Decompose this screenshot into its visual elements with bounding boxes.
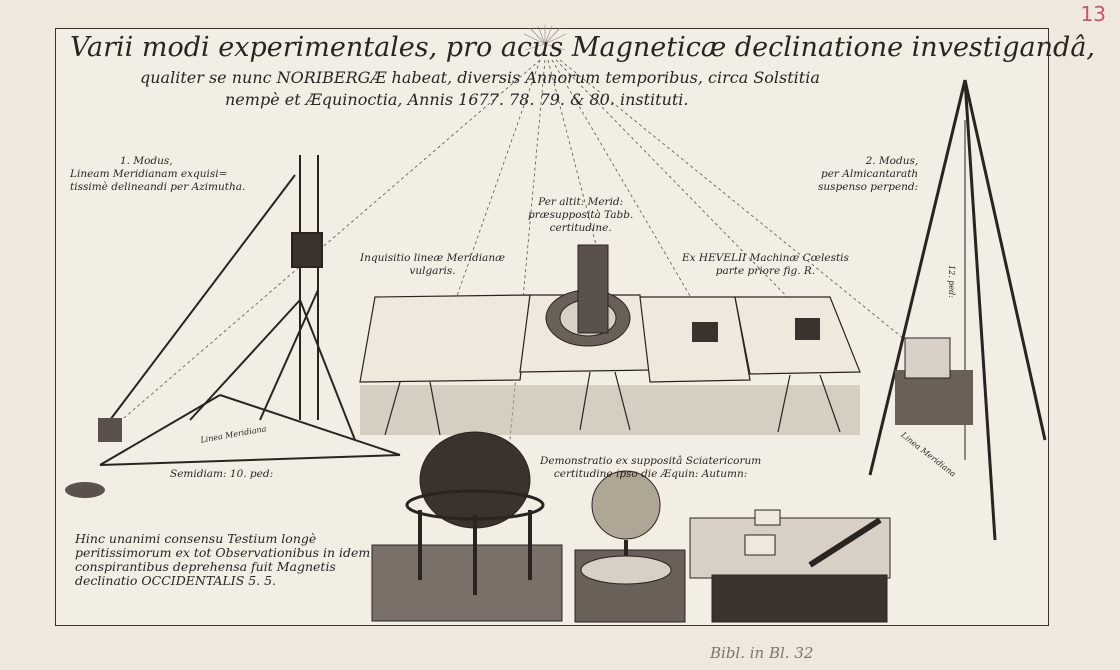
per-altit-line: præsupposità Tabb. — [528, 209, 634, 221]
sight-lines — [109, 59, 931, 441]
inquisitio-line: Inquisitio lineæ Meridianæ — [360, 252, 505, 264]
hevelii-line: Ex HEVELII Machinæ Cœlestis — [682, 252, 849, 264]
modus2-line: 2. Modus, — [865, 155, 919, 167]
ped12-label: 12. ped: — [946, 265, 956, 298]
globe-sundial — [574, 470, 686, 623]
per-altit-label: Per altit: Merid:præsupposità Tabb.certi… — [528, 196, 633, 235]
semidiam-label: Semidiam: 10. ped: — [170, 468, 274, 480]
inquisitio-line: vulgaris. — [409, 265, 456, 277]
modus1-line: 1. Modus, — [120, 155, 173, 167]
title-line-3: nempè et Æquinoctia, Annis 1677. 78. 79.… — [225, 90, 689, 109]
conclusion-text: Hinc unanimi consensu Testium longè peri… — [75, 531, 371, 588]
per-altit-line: certitudine. — [549, 222, 612, 234]
modus1-label: 1. Modus,Lineam Meridianam exquisi=tissi… — [70, 155, 245, 194]
small-instrument — [795, 318, 820, 340]
corner-number: 13 — [1080, 2, 1106, 26]
sight-board — [98, 418, 122, 442]
quadrant — [904, 337, 951, 379]
floor-shadow — [360, 385, 860, 435]
small-instrument — [692, 322, 718, 342]
quadrant-stand — [895, 370, 973, 425]
modus2-line: per Almicantarath — [821, 168, 919, 180]
modus1-line: tissimè delineandi per Azimutha. — [70, 181, 246, 193]
tripod — [868, 79, 1047, 541]
per-altit-line: Per altit: Merid: — [538, 196, 624, 208]
globe — [371, 431, 563, 622]
sundial-instrument — [545, 244, 631, 347]
title-line-2: qualiter se nunc NORIBERGÆ habeat, diver… — [140, 68, 820, 87]
modus1-line: Lineam Meridianam exquisi= — [70, 168, 228, 180]
azimuth-tower — [99, 155, 401, 466]
sun-rays — [523, 25, 567, 51]
shadow — [65, 482, 105, 498]
title-line-1: Varii modi experimentales, pro acus Magn… — [70, 32, 1095, 63]
demonstratio-line: certitudine ipso die Æquin: Autumn: — [553, 468, 748, 480]
modus2-line: suspenso perpend: — [818, 181, 919, 193]
pencil-note: Bibl. in Bl. 32 — [710, 644, 814, 662]
demonstratio-line: Demonstratio ex suppositâ Sciatericorum — [540, 455, 762, 467]
hevelii-line: parte priore fig. R. — [715, 265, 816, 277]
compass-table — [689, 509, 891, 623]
